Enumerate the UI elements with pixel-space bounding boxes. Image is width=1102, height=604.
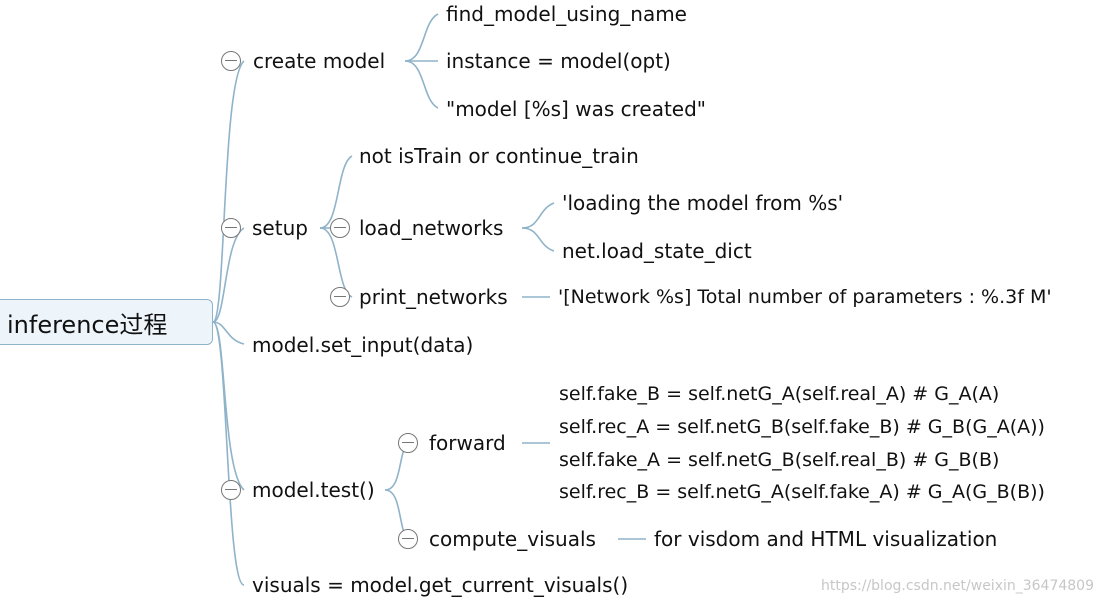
node-load-networks[interactable]: load_networks — [359, 216, 504, 240]
node-compute-visuals[interactable]: compute_visuals — [429, 527, 596, 551]
node-instance[interactable]: instance = model(opt) — [446, 49, 671, 73]
node-forward-line-3[interactable]: self.fake_A = self.netG_B(self.real_B) #… — [559, 449, 1000, 471]
node-visuals[interactable]: visuals = model.get_current_visuals() — [252, 573, 629, 597]
collapse-icon[interactable] — [330, 287, 350, 307]
watermark: https://blog.csdn.net/weixin_36474809 — [820, 578, 1094, 594]
node-not-istrain[interactable]: not isTrain or continue_train — [359, 144, 639, 168]
node-total-params[interactable]: '[Network %s] Total number of parameters… — [558, 286, 1052, 308]
node-visdom[interactable]: for visdom and HTML visualization — [654, 527, 998, 551]
node-forward-line-1[interactable]: self.fake_B = self.netG_A(self.real_A) #… — [559, 383, 1000, 405]
node-load-state-dict[interactable]: net.load_state_dict — [562, 239, 752, 263]
node-forward-line-4[interactable]: self.rec_B = self.netG_A(self.fake_A) # … — [559, 481, 1045, 503]
node-find-model[interactable]: find_model_using_name — [446, 2, 687, 26]
node-forward[interactable]: forward — [429, 431, 506, 455]
node-create-model[interactable]: create model — [253, 49, 386, 73]
root-label: inference过程 — [7, 310, 168, 339]
node-loading-model[interactable]: 'loading the model from %s' — [562, 191, 844, 215]
collapse-icon[interactable] — [221, 218, 241, 238]
node-print-networks[interactable]: print_networks — [359, 285, 508, 309]
collapse-icon[interactable] — [330, 218, 350, 238]
node-set-input[interactable]: model.set_input(data) — [252, 333, 474, 357]
node-forward-line-2[interactable]: self.rec_A = self.netG_B(self.fake_B) # … — [559, 416, 1045, 438]
node-model-created[interactable]: "model [%s] was created" — [446, 97, 706, 121]
collapse-icon[interactable] — [398, 433, 418, 453]
collapse-icon[interactable] — [221, 51, 241, 71]
root-node[interactable]: inference过程 — [0, 299, 213, 345]
node-setup[interactable]: setup — [252, 216, 308, 240]
node-model-test[interactable]: model.test() — [252, 478, 375, 502]
collapse-icon[interactable] — [221, 480, 241, 500]
collapse-icon[interactable] — [398, 529, 418, 549]
